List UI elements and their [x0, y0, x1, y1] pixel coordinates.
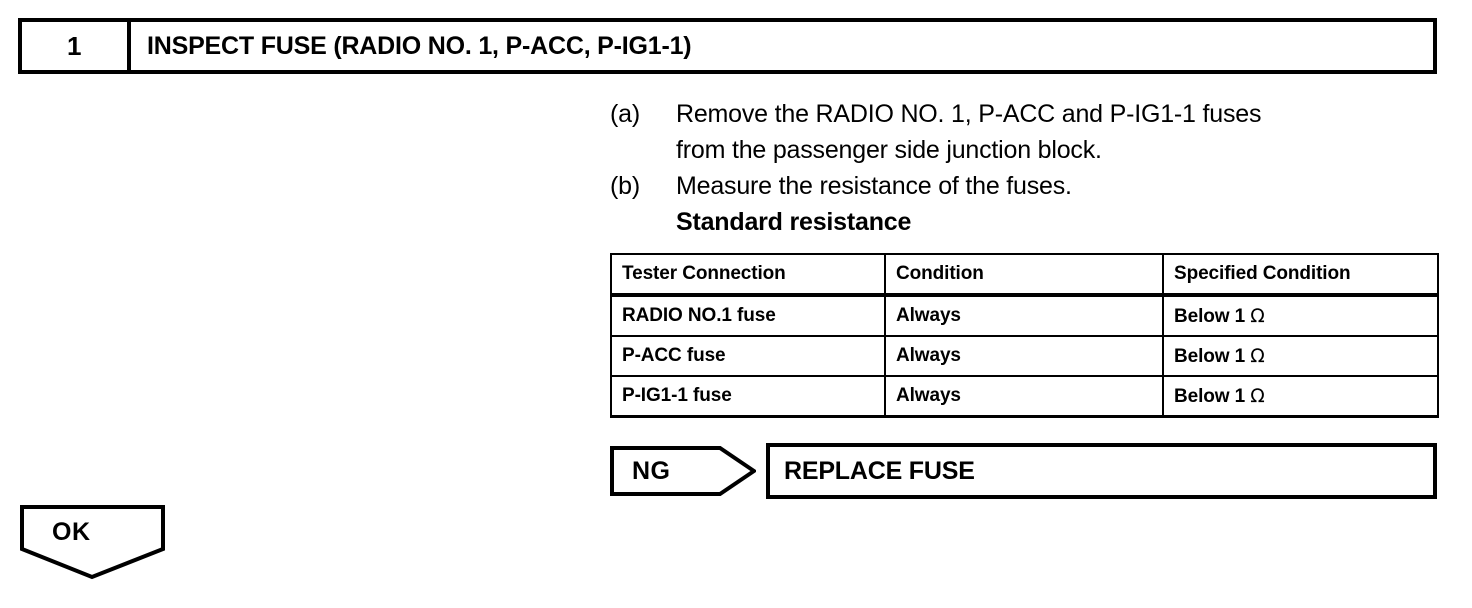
step-number: 1 — [22, 22, 131, 70]
ng-action-box: REPLACE FUSE — [766, 443, 1437, 499]
table-row: RADIO NO.1 fuse Always Below 1 Ω — [610, 294, 1439, 337]
cell-tester-connection: P-ACC fuse — [610, 335, 886, 377]
procedure-item-b: (b) Measure the resistance of the fuses.… — [610, 168, 1440, 240]
step-header-bar: 1 INSPECT FUSE (RADIO NO. 1, P-ACC, P-IG… — [18, 18, 1437, 74]
cell-tester-connection: RADIO NO.1 fuse — [610, 294, 886, 337]
cell-condition: Always — [884, 294, 1164, 337]
procedure-marker-a: (a) — [610, 100, 640, 128]
specified-value: Below 1 — [1174, 305, 1246, 327]
cell-specified-condition: Below 1 Ω — [1162, 335, 1439, 377]
cell-tester-connection: P-IG1-1 fuse — [610, 375, 886, 418]
column-header-condition: Condition — [884, 253, 1164, 297]
cell-specified-condition: Below 1 Ω — [1162, 375, 1439, 418]
column-header-tester-connection: Tester Connection — [610, 253, 886, 297]
specified-value: Below 1 — [1174, 345, 1246, 367]
cell-specified-condition: Below 1 Ω — [1162, 294, 1439, 337]
procedure-body-a: Remove the RADIO NO. 1, P-ACC and P-IG1-… — [676, 96, 1440, 168]
ng-result-row: NG REPLACE FUSE — [610, 443, 1437, 499]
procedure-a-line-2: from the passenger side junction block. — [676, 136, 1102, 164]
cell-condition: Always — [884, 335, 1164, 377]
step-title: INSPECT FUSE (RADIO NO. 1, P-ACC, P-IG1-… — [147, 31, 692, 60]
table-header-row: Tester Connection Condition Specified Co… — [610, 253, 1439, 297]
procedure-list: (a) Remove the RADIO NO. 1, P-ACC and P-… — [610, 96, 1440, 240]
procedure-marker-b: (b) — [610, 172, 640, 200]
procedure-body-b: Measure the resistance of the fuses. Sta… — [676, 168, 1440, 240]
ng-arrow-icon — [610, 446, 756, 496]
cell-condition: Always — [884, 375, 1164, 418]
procedure-item-a: (a) Remove the RADIO NO. 1, P-ACC and P-… — [610, 96, 1440, 168]
ohm-symbol: Ω — [1250, 304, 1265, 327]
table-row: P-IG1-1 fuse Always Below 1 Ω — [610, 375, 1439, 418]
ok-label: OK — [52, 518, 91, 546]
ok-arrow-icon — [20, 505, 165, 580]
specified-value: Below 1 — [1174, 385, 1246, 407]
table-row: P-ACC fuse Always Below 1 Ω — [610, 335, 1439, 377]
standard-resistance-table: Tester Connection Condition Specified Co… — [610, 253, 1439, 418]
procedure-b-line-1: Measure the resistance of the fuses. — [676, 172, 1072, 200]
standard-resistance-heading: Standard resistance — [676, 208, 912, 236]
procedure-a-line-1: Remove the RADIO NO. 1, P-ACC and P-IG1-… — [676, 100, 1262, 128]
column-header-specified-condition: Specified Condition — [1162, 253, 1439, 297]
ng-label: NG — [632, 457, 671, 485]
ohm-symbol: Ω — [1250, 344, 1265, 367]
ohm-symbol: Ω — [1250, 384, 1265, 407]
